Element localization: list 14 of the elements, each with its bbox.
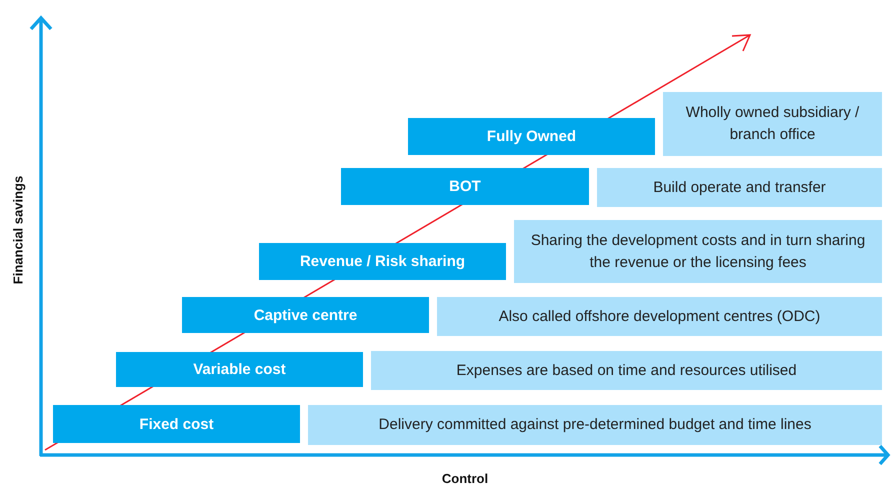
model-box: Fixed cost <box>53 405 300 443</box>
model-box: Variable cost <box>116 352 363 387</box>
model-box: BOT <box>341 168 589 205</box>
model-box: Revenue / Risk sharing <box>259 243 506 280</box>
x-axis-label: Control <box>442 471 488 486</box>
description-box: Sharing the development costs and in turn sharing the revenue or the licensing fees <box>514 220 882 283</box>
y-axis-label: Financial savings <box>10 176 26 284</box>
description-box: Also called offshore development centres (ODC) <box>437 297 882 336</box>
description-box: Delivery committed against pre-determined budget and time lines <box>308 405 882 445</box>
model-box: Captive centre <box>182 297 429 333</box>
description-box: Wholly owned subsidiary / branch office <box>663 92 882 156</box>
model-box: Fully Owned <box>408 118 655 155</box>
description-box: Build operate and transfer <box>597 168 882 207</box>
description-box: Expenses are based on time and resources utilised <box>371 351 882 390</box>
